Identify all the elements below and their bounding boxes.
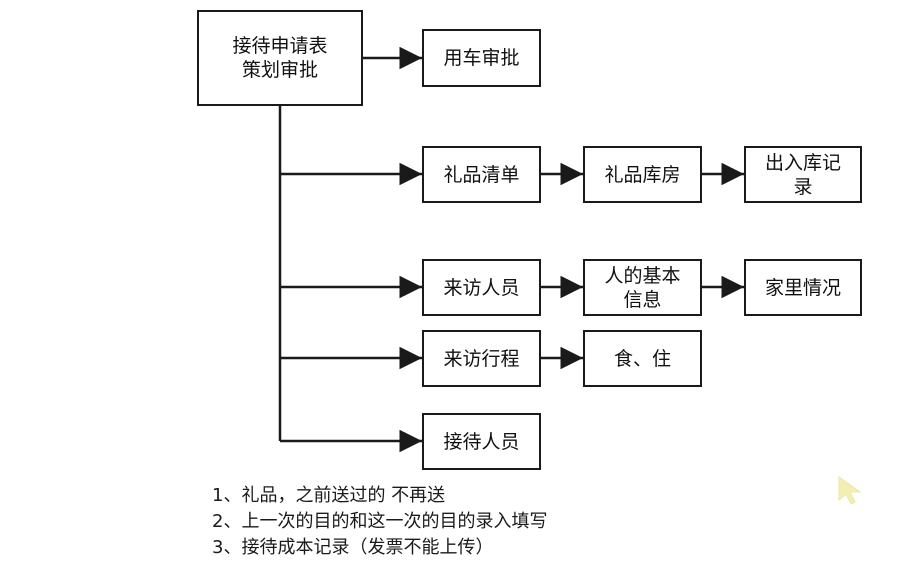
node-visitors: 来访人员 [422, 259, 541, 316]
node-root-line1: 接待申请表 [232, 35, 328, 57]
node-person-info: 人的基本 信息 [583, 259, 702, 316]
notes-list: 1、礼品，之前送过的 不再送 2、上一次的目的和这一次的目的录入填写 3、接待成… [212, 483, 547, 561]
node-inout-record-line1: 出入库记 [764, 151, 841, 174]
node-person-info-line1: 人的基本 [604, 264, 681, 287]
node-reception-staff: 接待人员 [422, 413, 541, 470]
node-reception-staff-label: 接待人员 [443, 430, 520, 453]
node-root: 接待申请表 策划审批 [197, 10, 363, 106]
node-inout-record: 出入库记 录 [744, 146, 862, 203]
node-visitors-label: 来访人员 [443, 276, 520, 299]
node-gift-warehouse: 礼品库房 [583, 146, 702, 203]
node-food-lodging-label: 食、住 [613, 347, 671, 370]
note-item-2: 2、上一次的目的和这一次的目的录入填写 [212, 511, 548, 532]
node-food-lodging: 食、住 [583, 330, 702, 387]
node-gift-list-label: 礼品清单 [443, 163, 520, 186]
node-itinerary-label: 来访行程 [443, 347, 520, 370]
node-person-info-line2: 信息 [623, 288, 662, 311]
node-root-line2: 策划审批 [241, 59, 318, 81]
node-family: 家里情况 [744, 259, 862, 316]
node-itinerary: 来访行程 [422, 330, 541, 387]
cursor-pointer-icon [838, 476, 862, 505]
node-inout-record-line2: 录 [793, 175, 813, 198]
note-item-1: 1、礼品，之前送过的 不再送 [212, 485, 446, 506]
node-car-approval: 用车审批 [422, 29, 541, 87]
node-gift-list: 礼品清单 [422, 146, 541, 203]
node-family-label: 家里情况 [764, 276, 841, 299]
node-gift-warehouse-label: 礼品库房 [604, 163, 681, 186]
note-item-3: 3、接待成本记录（发票不能上传） [212, 537, 494, 558]
node-car-approval-label: 用车审批 [443, 47, 520, 69]
